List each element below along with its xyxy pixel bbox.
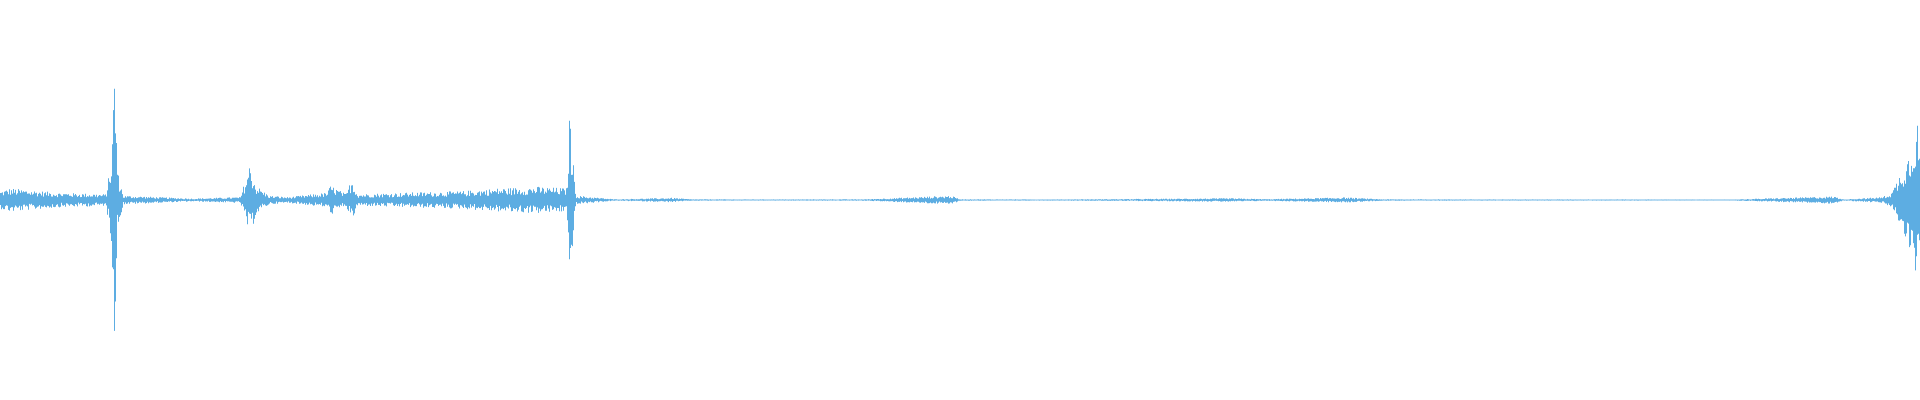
waveform-signal — [0, 88, 1920, 331]
